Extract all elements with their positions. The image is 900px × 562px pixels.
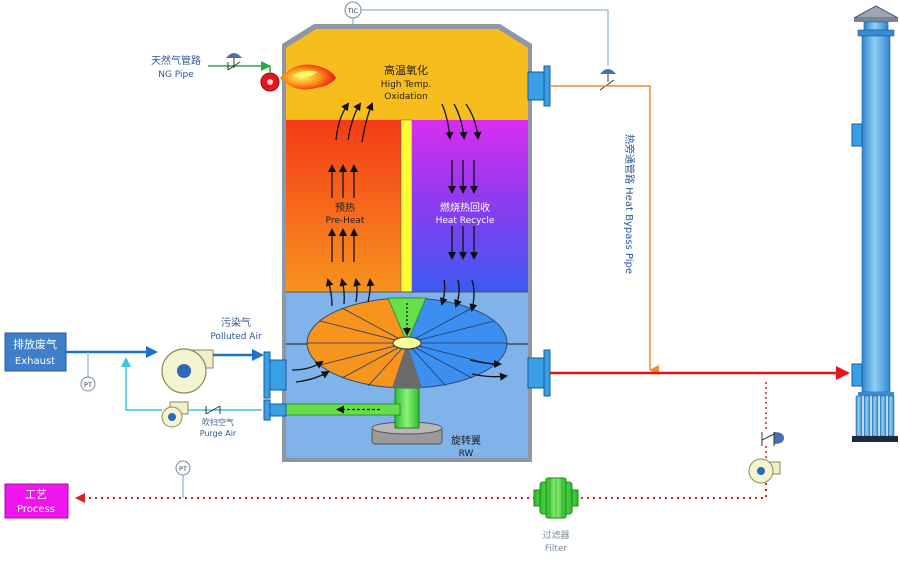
flow-arrows: [291, 102, 508, 383]
tic-label: TIC: [347, 7, 359, 15]
vessel-nozzles: [263, 65, 551, 421]
oxidation-label-en1: High Temp.: [381, 80, 431, 90]
process-valve-icon[interactable]: [761, 382, 784, 446]
rw-label-en: RW: [459, 449, 474, 459]
bypass-pipe: [550, 85, 659, 375]
filter-label-en: Filter: [545, 544, 568, 554]
tic-signal-line: [361, 9, 609, 66]
exhaust-stack: [851, 5, 899, 442]
purge-return-line: [121, 357, 162, 411]
heat-recycle-chamber: [412, 120, 528, 292]
ng-valve-icon[interactable]: [226, 53, 242, 71]
pt-label-2: PT: [179, 465, 187, 473]
recycle-label-en: Heat Recycle: [436, 216, 495, 226]
exhaust-label-en: Exhaust: [15, 356, 55, 367]
tic-instrument[interactable]: TIC: [344, 1, 362, 19]
purge-fan[interactable]: [161, 401, 189, 428]
chamber-divider: [400, 119, 413, 293]
process-label-cn: 工艺: [25, 488, 47, 501]
pt-instrument-2[interactable]: PT: [175, 460, 191, 498]
rotary-wheel: [306, 297, 508, 445]
preheat-label-en: Pre-Heat: [326, 216, 365, 226]
preheat-chamber: [286, 120, 401, 292]
pt-instrument-1[interactable]: PT: [80, 352, 96, 392]
burner: [260, 64, 336, 92]
polluted-label-en: Polluted Air: [210, 332, 262, 342]
bypass-valve-icon[interactable]: [599, 69, 616, 91]
oxidation-chamber: [286, 29, 528, 120]
exhaust-label-cn: 排放废气: [13, 337, 57, 351]
bypass-label: 热旁通管路 Heat Bypass Pipe: [623, 134, 636, 274]
process-box[interactable]: [4, 483, 69, 519]
filter-label-cn: 过滤器: [542, 529, 569, 541]
purge-duct: [281, 403, 401, 416]
purge-label-cn: 吹扫空气: [202, 417, 234, 427]
ng-label-en: NG Pipe: [158, 70, 194, 80]
oxidation-label-cn: 高温氧化: [384, 63, 428, 77]
recycle-label-cn: 燃烧热回收: [440, 201, 490, 214]
ng-pipe: [208, 61, 271, 72]
purge-valve-icon[interactable]: [205, 405, 221, 415]
purge-label-en: Purge Air: [200, 429, 237, 438]
process-fan[interactable]: [748, 458, 781, 484]
filter-unit[interactable]: [533, 477, 579, 519]
process-label-en: Process: [17, 504, 55, 515]
pt-label-1: PT: [84, 381, 92, 389]
oxidation-label-en2: Oxidation: [384, 92, 427, 102]
main-fan[interactable]: [161, 348, 214, 394]
polluted-label-cn: 污染气: [221, 316, 251, 329]
ng-label-cn: 天然气管路: [151, 54, 201, 67]
preheat-label-cn: 预热: [335, 201, 355, 214]
exhaust-box[interactable]: [4, 332, 67, 372]
rw-label-cn: 旋转翼: [451, 434, 481, 447]
process-return-line: [75, 483, 767, 503]
